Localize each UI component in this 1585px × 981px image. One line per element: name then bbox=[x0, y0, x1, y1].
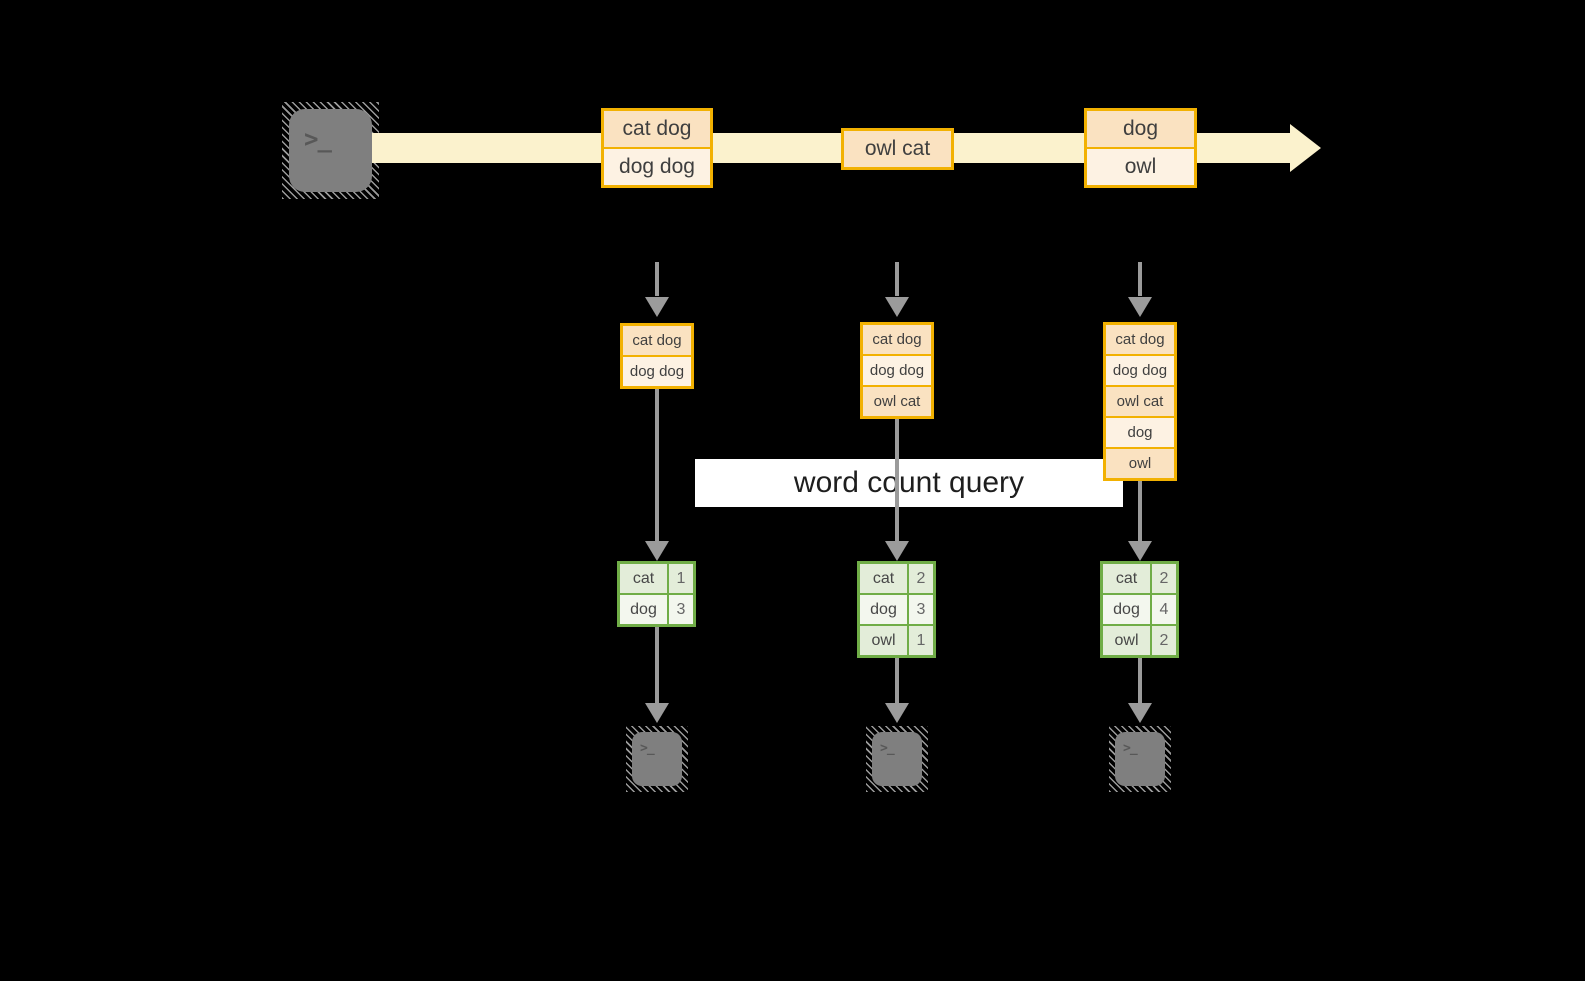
table-row: dog 3 bbox=[620, 595, 693, 624]
word-count-query-label: word count query bbox=[793, 466, 1025, 499]
stream-arrow-head-icon bbox=[1290, 124, 1321, 172]
event-box-1: cat dog dog dog bbox=[601, 108, 713, 188]
output-terminal-icon-2: >_ bbox=[872, 732, 922, 786]
output-arrow-line bbox=[895, 658, 899, 703]
word-cell: dog bbox=[620, 595, 667, 624]
buffer-record: dog dog bbox=[863, 356, 931, 385]
event-record: owl cat bbox=[844, 131, 951, 167]
table-row: dog 4 bbox=[1103, 595, 1176, 624]
output-terminal-icon-1: >_ bbox=[632, 732, 682, 786]
table-row: owl 1 bbox=[860, 626, 933, 655]
count-cell: 1 bbox=[909, 626, 933, 655]
table-row: cat 2 bbox=[860, 564, 933, 593]
result-table-3: cat 2 dog 4 owl 2 bbox=[1100, 561, 1179, 658]
count-cell: 4 bbox=[1152, 595, 1176, 624]
query-label-band: word count query bbox=[695, 459, 1123, 507]
buffer-record: cat dog bbox=[863, 325, 931, 354]
word-cell: cat bbox=[620, 564, 667, 593]
event-box-3: dog owl bbox=[1084, 108, 1197, 188]
query-arrow-line bbox=[1138, 481, 1142, 541]
count-cell: 3 bbox=[669, 595, 693, 624]
table-row: owl 2 bbox=[1103, 626, 1176, 655]
event-box-2: owl cat bbox=[841, 128, 954, 170]
ingest-arrow-dash bbox=[655, 262, 659, 296]
buffer-record: cat dog bbox=[623, 326, 691, 355]
query-arrow-line bbox=[895, 419, 899, 541]
output-terminal-icon-3: >_ bbox=[1115, 732, 1165, 786]
terminal-prompt-icon: >_ bbox=[880, 741, 895, 756]
query-arrow-head-icon bbox=[885, 541, 909, 561]
event-record: dog dog bbox=[604, 149, 710, 185]
ingest-arrow-head-icon bbox=[885, 297, 909, 317]
word-cell: owl bbox=[860, 626, 907, 655]
buffer-record: owl bbox=[1106, 449, 1174, 478]
buffer-record: dog dog bbox=[1106, 356, 1174, 385]
ingest-arrow-head-icon bbox=[1128, 297, 1152, 317]
output-arrow-head-icon bbox=[885, 703, 909, 723]
table-row: cat 1 bbox=[620, 564, 693, 593]
query-arrow-head-icon bbox=[1128, 541, 1152, 561]
result-table-2: cat 2 dog 3 owl 1 bbox=[857, 561, 936, 658]
terminal-prompt-icon: >_ bbox=[304, 125, 332, 153]
query-arrow-head-icon bbox=[645, 541, 669, 561]
count-cell: 3 bbox=[909, 595, 933, 624]
count-cell: 2 bbox=[1152, 564, 1176, 593]
buffer-record: owl cat bbox=[1106, 387, 1174, 416]
count-cell: 1 bbox=[669, 564, 693, 593]
buffer-stack-2: cat dog dog dog owl cat bbox=[860, 322, 934, 419]
result-table-1: cat 1 dog 3 bbox=[617, 561, 696, 627]
output-arrow-head-icon bbox=[645, 703, 669, 723]
ingest-arrow-dash bbox=[895, 262, 899, 296]
buffer-stack-3: cat dog dog dog owl cat dog owl bbox=[1103, 322, 1177, 481]
buffer-record: dog dog bbox=[623, 357, 691, 386]
count-cell: 2 bbox=[1152, 626, 1176, 655]
event-record: cat dog bbox=[604, 111, 710, 147]
buffer-record: dog bbox=[1106, 418, 1174, 447]
table-row: cat 2 bbox=[1103, 564, 1176, 593]
buffer-record: owl cat bbox=[863, 387, 931, 416]
word-cell: cat bbox=[860, 564, 907, 593]
terminal-prompt-icon: >_ bbox=[1123, 741, 1138, 756]
terminal-prompt-icon: >_ bbox=[640, 741, 655, 756]
ingest-arrow-head-icon bbox=[645, 297, 669, 317]
event-record: owl bbox=[1087, 149, 1194, 185]
output-arrow-line bbox=[1138, 658, 1142, 703]
query-arrow-line bbox=[655, 389, 659, 541]
count-cell: 2 bbox=[909, 564, 933, 593]
output-arrow-head-icon bbox=[1128, 703, 1152, 723]
output-arrow-line bbox=[655, 627, 659, 703]
word-cell: dog bbox=[1103, 595, 1150, 624]
ingest-arrow-dash bbox=[1138, 262, 1142, 296]
buffer-record: cat dog bbox=[1106, 325, 1174, 354]
table-row: dog 3 bbox=[860, 595, 933, 624]
buffer-stack-1: cat dog dog dog bbox=[620, 323, 694, 389]
word-cell: cat bbox=[1103, 564, 1150, 593]
source-terminal-icon: >_ bbox=[289, 109, 372, 192]
word-cell: dog bbox=[860, 595, 907, 624]
word-cell: owl bbox=[1103, 626, 1150, 655]
event-record: dog bbox=[1087, 111, 1194, 147]
